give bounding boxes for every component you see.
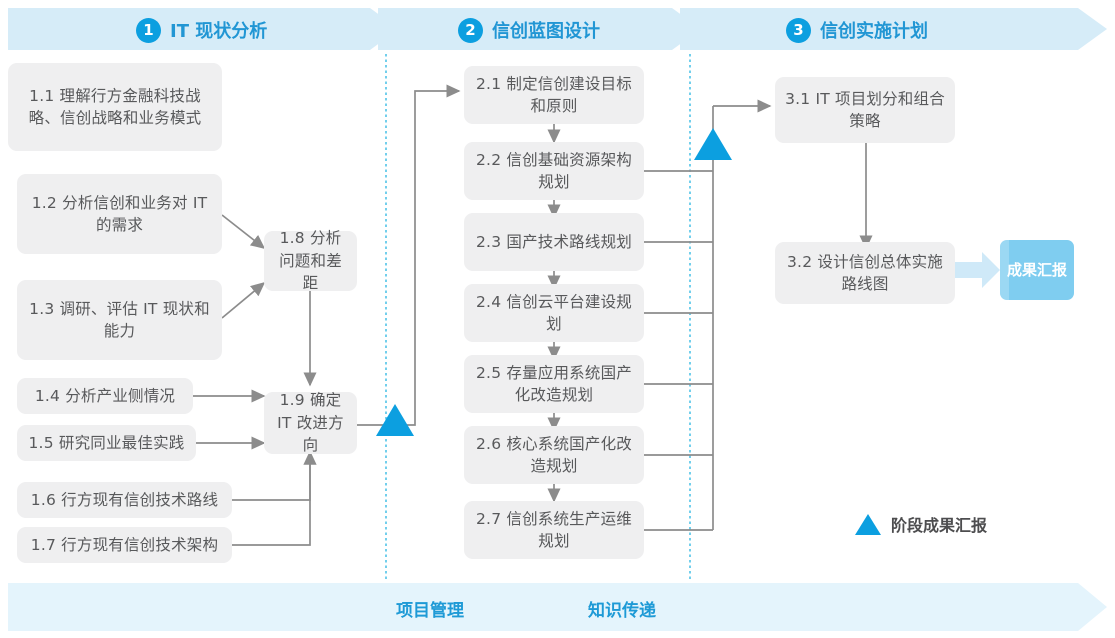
footer-band	[8, 583, 1107, 631]
node-1-8[interactable]: 1.8 分析问题和差距	[264, 229, 357, 292]
phase-number-2: 2	[458, 17, 483, 43]
node-3-1[interactable]: 3.1 IT 项目划分和组合策略	[775, 77, 955, 143]
node-1-9[interactable]: 1.9 确定 IT 改进方向	[264, 391, 357, 454]
phase-number-3: 3	[786, 17, 811, 43]
result-box[interactable]: 成果汇报	[1000, 240, 1074, 300]
node-1-3[interactable]: 1.3 调研、评估 IT 现状和能力	[17, 280, 222, 360]
phase-header-3[interactable]: 3 信创实施计划	[786, 17, 928, 43]
node-1-7[interactable]: 1.7 行方现有信创技术架构	[17, 527, 232, 563]
node-2-4[interactable]: 2.4 信创云平台建设规划	[464, 284, 644, 342]
node-1-1[interactable]: 1.1 理解行方金融科技战略、信创战略和业务模式	[8, 63, 222, 151]
node-1-5[interactable]: 1.5 研究同业最佳实践	[17, 425, 196, 461]
triangle-icon	[855, 513, 881, 535]
footer-item-knowledge-transfer[interactable]: 知识传递	[588, 601, 656, 621]
result-box-highlight	[1000, 240, 1009, 300]
node-2-7[interactable]: 2.7 信创系统生产运维规划	[464, 501, 644, 559]
node-2-2[interactable]: 2.2 信创基础资源架构规划	[464, 142, 644, 200]
node-1-6[interactable]: 1.6 行方现有信创技术路线	[17, 482, 232, 518]
node-1-4[interactable]: 1.4 分析产业侧情况	[17, 378, 193, 414]
phase-title-1: IT 现状分析	[170, 21, 268, 42]
phase-title-3: 信创实施计划	[820, 21, 928, 42]
legend-milestone-label: 阶段成果汇报	[891, 516, 988, 535]
legend-milestone: 阶段成果汇报	[855, 512, 987, 536]
node-1-2[interactable]: 1.2 分析信创和业务对 IT 的需求	[17, 174, 222, 254]
node-2-1[interactable]: 2.1 制定信创建设目标和原则	[464, 66, 644, 124]
phase-header-2[interactable]: 2 信创蓝图设计	[458, 17, 600, 43]
node-3-2[interactable]: 3.2 设计信创总体实施路线图	[775, 242, 955, 304]
node-2-6[interactable]: 2.6 核心系统国产化改造规划	[464, 426, 644, 484]
node-2-5[interactable]: 2.5 存量应用系统国产化改造规划	[464, 355, 644, 413]
phase-title-2: 信创蓝图设计	[492, 21, 600, 42]
phase-number-1: 1	[136, 17, 161, 43]
result-box-label: 成果汇报	[1006, 260, 1067, 279]
footer-item-project-management[interactable]: 项目管理	[396, 601, 464, 621]
phase-header-1[interactable]: 1 IT 现状分析	[136, 17, 267, 43]
node-2-3[interactable]: 2.3 国产技术路线规划	[464, 213, 644, 271]
